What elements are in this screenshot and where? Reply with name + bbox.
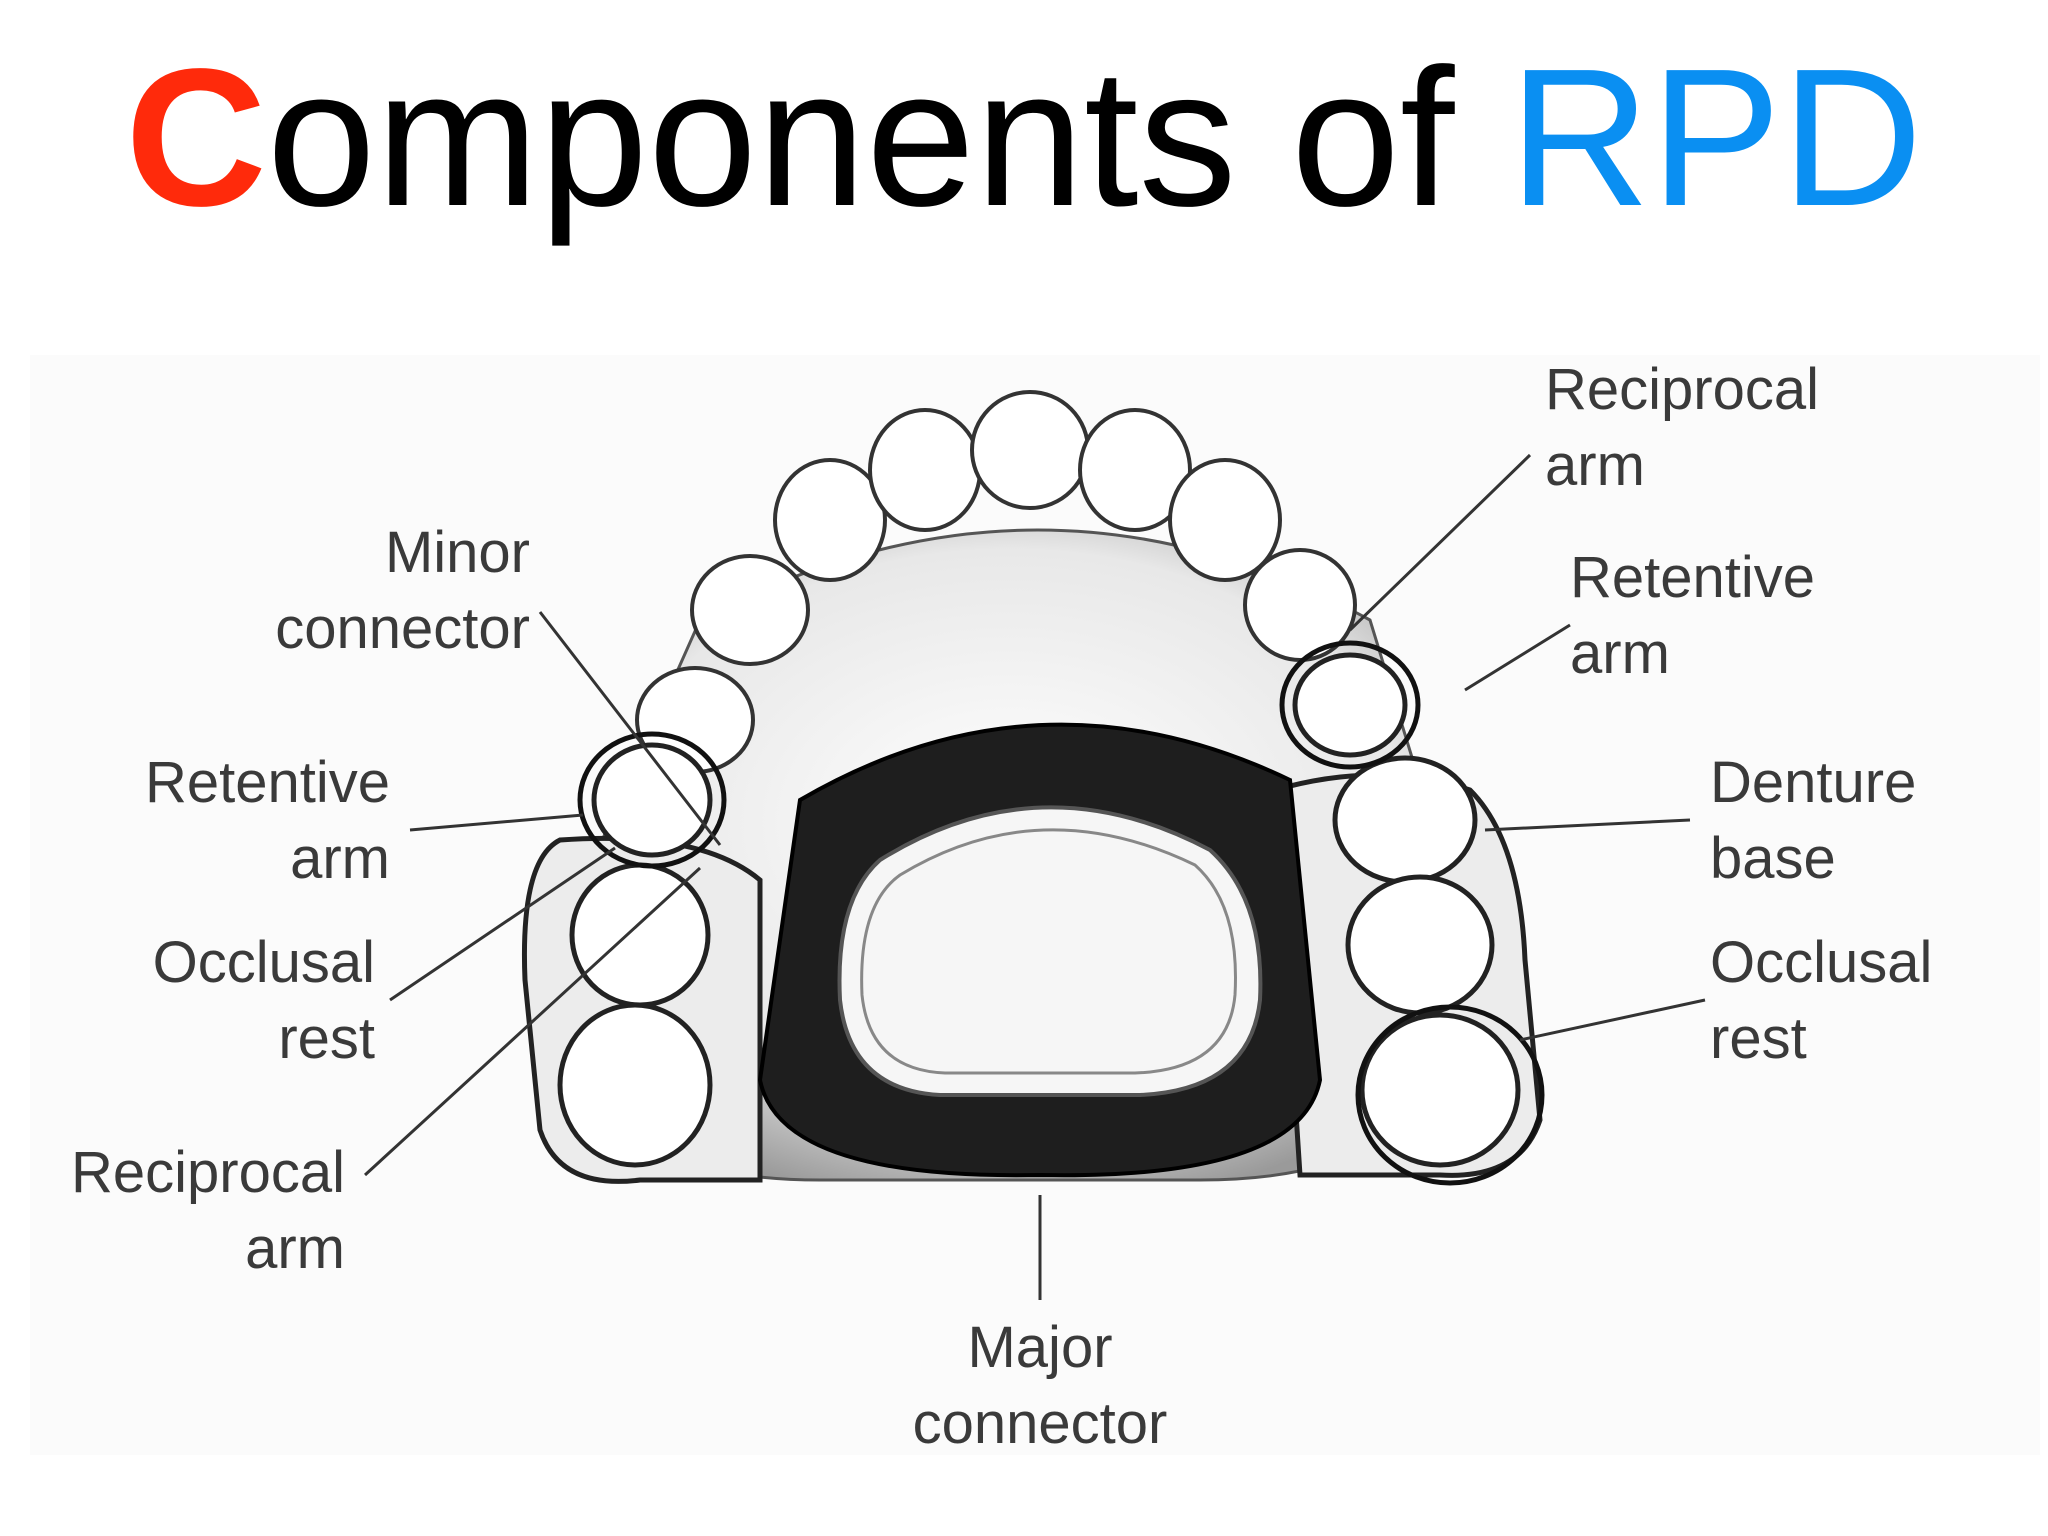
title-text: omponents of bbox=[266, 28, 1509, 247]
left-posterior-teeth bbox=[557, 742, 713, 1168]
right-rear-clasp bbox=[1355, 1004, 1545, 1186]
right-posterior-teeth bbox=[1292, 652, 1521, 1168]
label-retentive-arm-right: Retentive arm bbox=[1570, 545, 1816, 686]
label-retentive-arm-left: Retentive arm bbox=[144, 750, 390, 891]
label-reciprocal-arm-left: Reciprocal arm bbox=[71, 1140, 345, 1281]
label-occlusal-rest-right: Occlusal rest bbox=[1710, 930, 1933, 1071]
anterior-teeth bbox=[635, 390, 1357, 774]
slide-title: Components of RPD bbox=[0, 40, 2048, 236]
left-clasp bbox=[577, 731, 727, 869]
label-major-connector: Major connector bbox=[912, 1315, 1168, 1456]
right-clasp bbox=[1279, 640, 1421, 770]
leader-lines bbox=[363, 453, 1706, 1300]
label-occlusal-rest-left: Occlusal rest bbox=[152, 930, 375, 1071]
title-highlight: RPD bbox=[1508, 28, 1923, 247]
label-denture-base: Denture base bbox=[1710, 750, 1917, 891]
label-minor-connector: Minor connector bbox=[275, 520, 530, 661]
palatal-opening bbox=[837, 805, 1263, 1097]
title-first-letter: C bbox=[125, 28, 267, 247]
label-reciprocal-arm-right: Reciprocal arm bbox=[1545, 357, 1819, 498]
